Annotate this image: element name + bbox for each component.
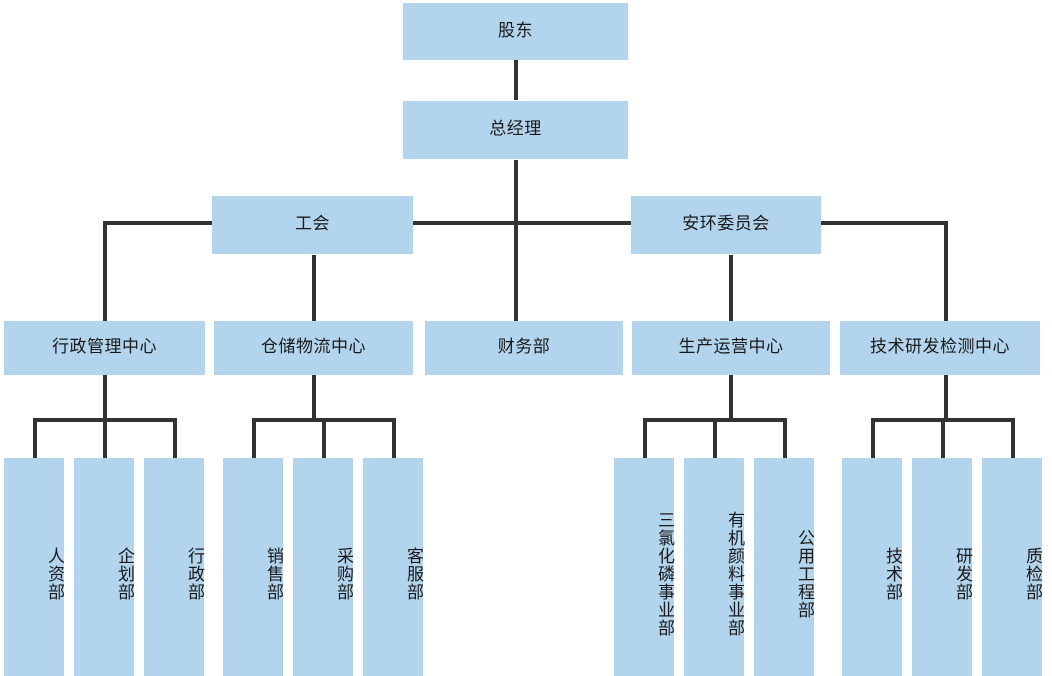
node-organic-pigment-division[interactable]: 有机颜料事业部 [684, 458, 744, 676]
node-quality-inspection-dept[interactable]: 质检部 [982, 458, 1042, 676]
node-administration-dept[interactable]: 行政部 [144, 458, 204, 676]
connector-tech-center-to-rd [941, 418, 945, 458]
connector-tech-center-stem [944, 374, 948, 420]
connector-warehouse-center-to-purchasing [322, 418, 326, 458]
node-tech-rd-testing-center[interactable]: 技术研发检测中心 [840, 321, 1040, 375]
node-shareholders[interactable]: 股东 [403, 3, 628, 60]
node-production-operations-center[interactable]: 生产运营中心 [632, 321, 830, 375]
connector-safety-to-production-center [729, 255, 733, 325]
node-customer-service-dept[interactable]: 客服部 [363, 458, 423, 676]
connector-production-center-to-utility [783, 418, 787, 458]
connector-admin-center-to-hr [33, 418, 37, 458]
node-safety-env-committee[interactable]: 安环委员会 [631, 196, 821, 254]
connector-safety-right-bar [820, 221, 948, 225]
connector-production-center-to-pigment [713, 418, 717, 458]
connector-union-left-bar [103, 221, 215, 225]
connector-production-center-stem [729, 374, 733, 420]
connector-warehouse-center-to-customer-service [392, 418, 396, 458]
connector-tech-center-to-technology [871, 418, 875, 458]
connector-warehouse-center-stem [312, 374, 316, 420]
connector-gm-to-union [405, 221, 516, 225]
node-pcl3-division[interactable]: 三氯化磷事业部 [614, 458, 674, 676]
node-planning-dept[interactable]: 企划部 [74, 458, 134, 676]
connector-shareholders-to-gm [514, 60, 518, 100]
node-rd-dept[interactable]: 研发部 [912, 458, 972, 676]
connector-admin-center-to-planning [103, 418, 107, 458]
node-sales-dept[interactable]: 销售部 [223, 458, 283, 676]
node-general-manager[interactable]: 总经理 [403, 101, 628, 159]
node-admin-management-center[interactable]: 行政管理中心 [4, 321, 205, 375]
connector-union-to-warehouse-center [312, 255, 316, 325]
node-hr-dept[interactable]: 人资部 [4, 458, 64, 676]
connector-safety-to-tech-center [944, 221, 948, 325]
node-technology-dept[interactable]: 技术部 [842, 458, 902, 676]
node-warehouse-logistics-center[interactable]: 仓储物流中心 [214, 321, 413, 375]
connector-admin-center-to-administration [173, 418, 177, 458]
connector-gm-trunk [514, 160, 518, 325]
connector-union-to-admin-center [103, 221, 107, 325]
node-finance-dept[interactable]: 财务部 [425, 321, 623, 375]
connector-admin-center-stem [103, 374, 107, 420]
connector-warehouse-center-to-sales [252, 418, 256, 458]
node-utility-engineering-dept[interactable]: 公用工程部 [754, 458, 814, 676]
connector-gm-to-safety-committee [514, 221, 634, 225]
node-labor-union[interactable]: 工会 [212, 196, 413, 254]
node-purchasing-dept[interactable]: 采购部 [293, 458, 353, 676]
connector-tech-center-to-qc [1011, 418, 1015, 458]
connector-production-center-to-pcl3 [643, 418, 647, 458]
